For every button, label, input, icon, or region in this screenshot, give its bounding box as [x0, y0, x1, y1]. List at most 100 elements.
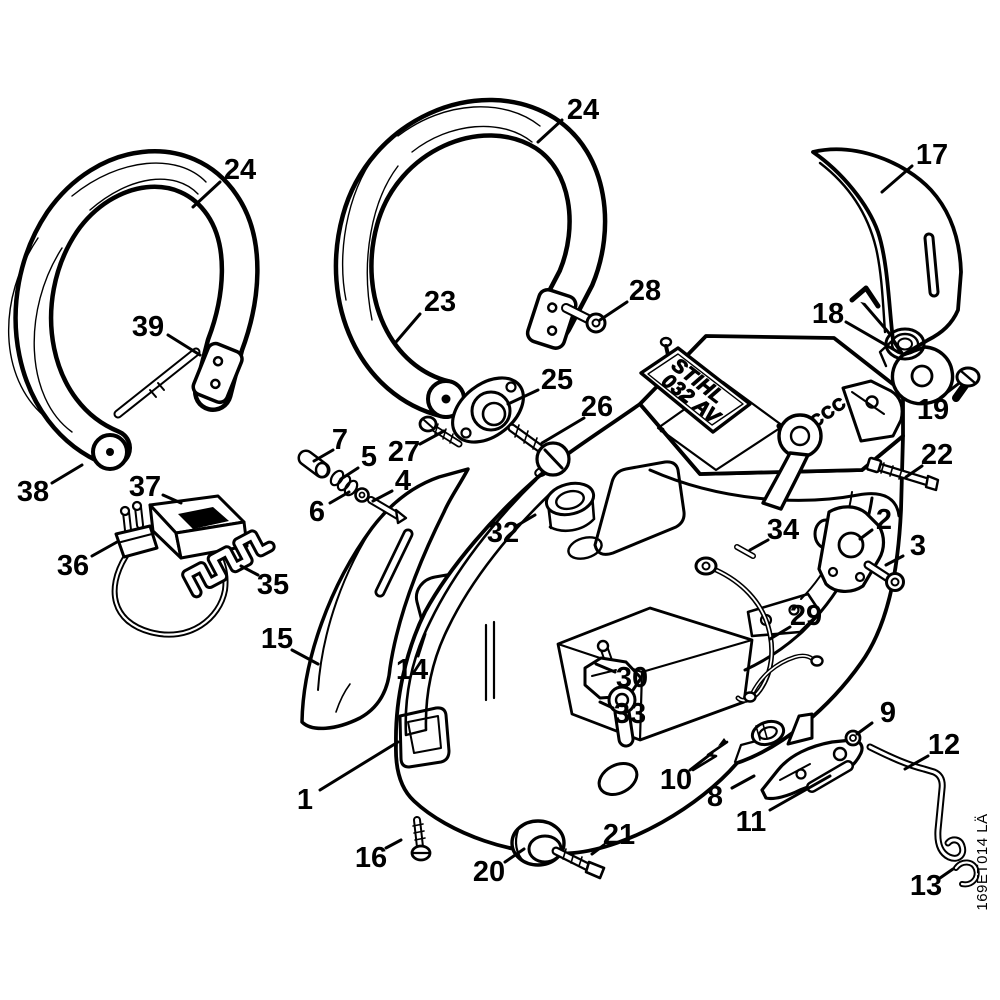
callout-label-30: 30: [616, 662, 648, 694]
cover-strip-15: [300, 467, 470, 731]
callout-leader-14: [416, 632, 427, 658]
callout-leader-8: [730, 774, 756, 790]
callout-label-28: 28: [629, 275, 661, 307]
callout-leader-36: [90, 540, 119, 558]
callout-leader-17: [880, 164, 914, 194]
callout-leader-37: [161, 493, 183, 505]
callout-label-26: 26: [581, 391, 613, 423]
callout-label-11: 11: [736, 806, 767, 838]
callout-leader-25: [506, 388, 540, 406]
grommet-33: [607, 685, 637, 748]
control-lever: [761, 413, 823, 511]
callout-leader-29: [768, 625, 792, 641]
callout-leader-6: [328, 490, 351, 505]
callout-leader-23: [394, 312, 422, 344]
callout-label-36: 36: [57, 550, 89, 582]
callout-label-14: 14: [396, 654, 428, 686]
diagram-code: 169ET014 LÄ: [974, 813, 991, 910]
callout-label-12: 12: [928, 729, 960, 761]
callout-leader-24: [536, 118, 564, 144]
callout-label-8: 8: [707, 781, 723, 813]
callout-leader-18: [844, 320, 900, 354]
callout-leader-38: [50, 463, 84, 485]
callout-label-22: 22: [921, 439, 953, 471]
bracket-2: [813, 505, 886, 593]
callout-leader-3: [884, 554, 905, 567]
callout-leader-26: [540, 416, 586, 445]
callout-leader-34: [748, 538, 770, 552]
pointer-arrow-10: [691, 719, 786, 772]
callout-leader-27: [418, 429, 446, 446]
callout-leader-35: [239, 564, 260, 577]
screw-28: [561, 303, 607, 334]
callout-label-32: 32: [487, 517, 519, 549]
callout-leader-21: [590, 843, 606, 856]
callout-label-23: 23: [424, 286, 456, 318]
callout-label-27: 27: [388, 436, 420, 468]
callout-leader-7: [312, 448, 335, 463]
ground-wire-29: [694, 556, 824, 703]
av-buffer-20: [510, 819, 566, 867]
clip-13: [953, 859, 980, 888]
callout-leader-20: [503, 847, 526, 864]
screw-22: [865, 456, 940, 492]
callout-leader-5: [339, 466, 360, 481]
pin-39: [113, 347, 201, 419]
pin-34: [734, 544, 756, 559]
pin-4: [367, 496, 408, 525]
callout-label-37: 37: [129, 471, 161, 503]
callout-label-1: 1: [297, 784, 313, 816]
callout-label-18: 18: [812, 298, 844, 330]
callout-leader-33: [598, 700, 615, 710]
screw-16: [410, 816, 432, 862]
callout-label-10: 10: [660, 764, 692, 796]
callout-label-6: 6: [309, 496, 325, 528]
callout-label-7: 7: [332, 424, 348, 456]
chain-brake-guard-17: [811, 147, 981, 406]
bushing-7: [297, 449, 331, 479]
lever-8: [760, 712, 864, 801]
callout-label-17: 17: [916, 139, 948, 171]
callout-label-2: 2: [876, 504, 892, 536]
screw-26: [507, 423, 571, 477]
callout-label-13: 13: [910, 870, 942, 902]
callout-label-38: 38: [17, 476, 49, 508]
callout-leader-19: [938, 382, 960, 400]
callout-leader-12: [903, 754, 930, 771]
callout-leader-16: [384, 838, 403, 850]
callout-label-25: 25: [541, 364, 573, 396]
callout-label-21: 21: [603, 819, 635, 851]
callout-label-16: 16: [355, 842, 387, 874]
handlebar-23: [333, 97, 608, 419]
callout-leader-24: [191, 180, 222, 209]
handle-heater-assembly: [111, 494, 276, 638]
callout-label-39: 39: [132, 311, 164, 343]
callout-label-34: 34: [767, 514, 799, 546]
callout-label-4: 4: [395, 465, 411, 497]
callout-label-35: 35: [257, 569, 289, 601]
callout-leader-15: [290, 648, 320, 666]
screw-19: [952, 366, 981, 402]
washer-6: [354, 487, 370, 503]
callout-leader-22: [904, 464, 924, 479]
screw-21: [551, 846, 606, 880]
callout-label-3: 3: [910, 530, 926, 562]
callout-leader-9: [855, 721, 874, 736]
callout-leader-10: [688, 751, 714, 772]
fuel-filler-32: [534, 466, 603, 560]
callout-leader-39: [166, 333, 202, 357]
callout-leader-1: [318, 740, 400, 792]
callout-label-33: 33: [614, 698, 646, 730]
screw-27: [418, 415, 463, 448]
callout-label-9: 9: [880, 697, 896, 729]
callout-label-24: 24: [567, 94, 599, 126]
callout-label-29: 29: [790, 600, 822, 632]
callout-label-24: 24: [224, 154, 256, 186]
callout-leader-13: [938, 867, 955, 880]
callout-label-20: 20: [473, 856, 505, 888]
flange-25: [451, 376, 525, 444]
callout-leader-30: [594, 662, 617, 674]
